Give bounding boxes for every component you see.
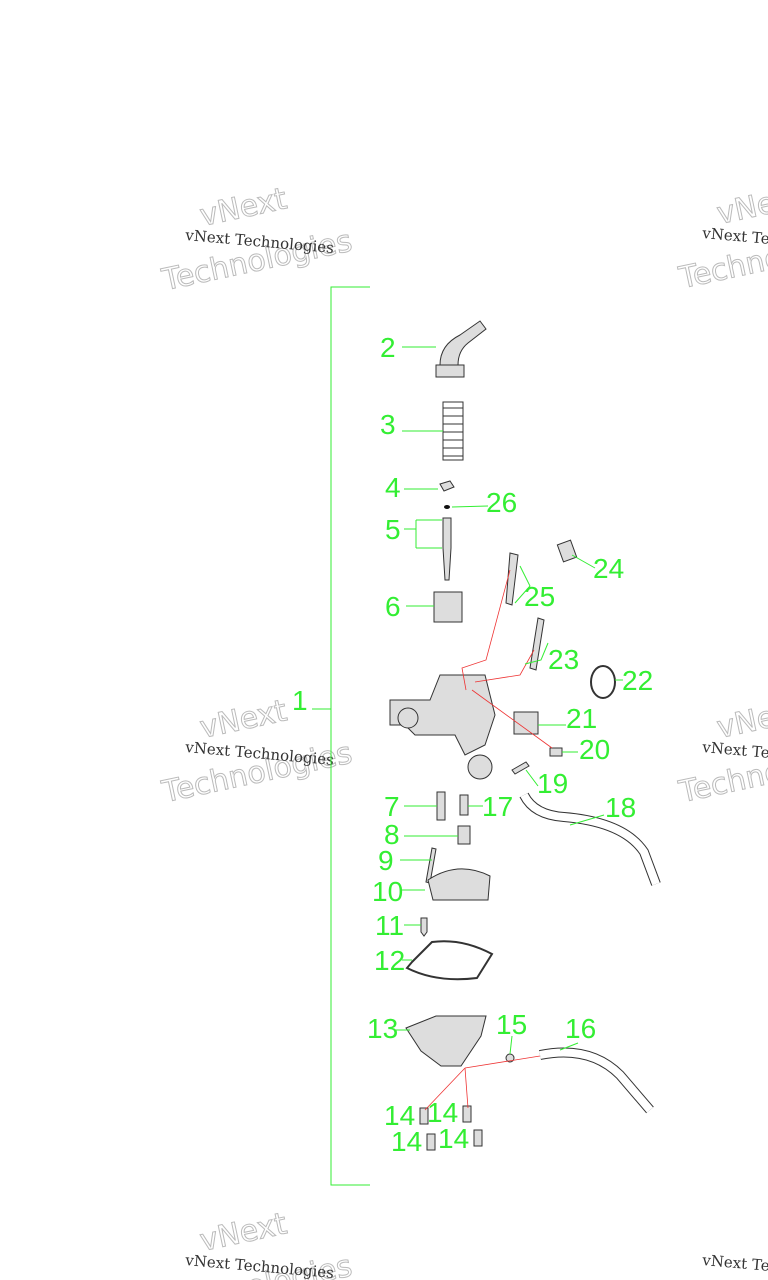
- part-8-jet: [457, 825, 471, 845]
- parts: [389, 320, 661, 1151]
- part-14-screw: [426, 1133, 436, 1151]
- part-22-o-ring: [590, 665, 616, 699]
- part-12-gasket: [405, 940, 494, 981]
- callout-19: 19: [537, 768, 568, 799]
- callout-11: 11: [375, 910, 404, 941]
- part-17-jet: [459, 794, 469, 816]
- part-21-bracket: [513, 711, 539, 735]
- callout-8: 8: [384, 819, 400, 850]
- callout-14: 14: [384, 1100, 415, 1131]
- part-1-outlet: [467, 754, 493, 780]
- callout-14: 14: [427, 1097, 458, 1128]
- part-1-inlet: [397, 707, 419, 729]
- watermark-text: vNext Technologies: [701, 1251, 768, 1280]
- part-6-slide: [433, 591, 463, 623]
- callout-16: 16: [565, 1013, 596, 1044]
- callout-5: 5: [385, 514, 401, 545]
- callout-9: 9: [378, 845, 394, 876]
- part-25-screw: [505, 552, 519, 606]
- callout-3: 3: [380, 409, 396, 440]
- part-3-spring: [442, 401, 464, 461]
- callout-4: 4: [385, 472, 401, 503]
- part-16-hose: [539, 1048, 654, 1113]
- callout-2: 2: [380, 332, 396, 363]
- callout-7: 7: [384, 791, 400, 822]
- part-24-cap: [556, 539, 578, 563]
- part-11-valve: [420, 917, 428, 937]
- callout-13: 13: [367, 1013, 398, 1044]
- callout-14: 14: [391, 1126, 422, 1157]
- callout-6: 6: [385, 591, 401, 622]
- part-7-jet: [436, 791, 446, 821]
- red-leader-lines: [424, 569, 553, 1111]
- part-26-e-clip: [444, 505, 450, 509]
- callout-23: 23: [548, 644, 579, 675]
- callout-17: 17: [482, 791, 513, 822]
- part-18-hose: [520, 792, 660, 886]
- callout-1: 1: [292, 685, 308, 716]
- callout-14: 14: [438, 1123, 469, 1154]
- part-20-screw: [549, 747, 563, 757]
- part-23-screw: [529, 617, 545, 671]
- label-leaders: [396, 346, 623, 1055]
- callout-15: 15: [496, 1009, 527, 1040]
- part-4-clip: [439, 480, 455, 492]
- callout-20: 20: [579, 734, 610, 765]
- part-19-screw: [511, 761, 530, 775]
- part-14-screw: [473, 1129, 483, 1147]
- callout-18: 18: [605, 792, 636, 823]
- callout-22: 22: [622, 665, 653, 696]
- part-14-screw: [462, 1105, 472, 1123]
- watermark-logo: vNext: [197, 1206, 290, 1259]
- callout-10: 10: [372, 876, 403, 907]
- watermark-logo: vNext: [197, 693, 290, 746]
- part-10-float: [427, 868, 491, 901]
- callout-21: 21: [566, 703, 597, 734]
- watermark-logo: vNext: [197, 181, 290, 234]
- part-13-float-bowl: [405, 1015, 487, 1067]
- watermark-logo: vNext: [714, 693, 768, 746]
- callout-26: 26: [486, 487, 517, 518]
- watermark-logo: vNext: [714, 179, 768, 232]
- callout-25: 25: [524, 581, 555, 612]
- callout-12: 12: [374, 945, 405, 976]
- callout-labels: 1 2 3 4 5 26 24 25 6 23 22 21 20 19 7 17…: [292, 332, 653, 1157]
- part-2-throttle-cap: [435, 320, 487, 378]
- part-5-needle: [442, 517, 452, 581]
- assembly-bracket: [312, 286, 370, 1186]
- part-14-screw: [419, 1107, 429, 1125]
- callout-24: 24: [593, 553, 624, 584]
